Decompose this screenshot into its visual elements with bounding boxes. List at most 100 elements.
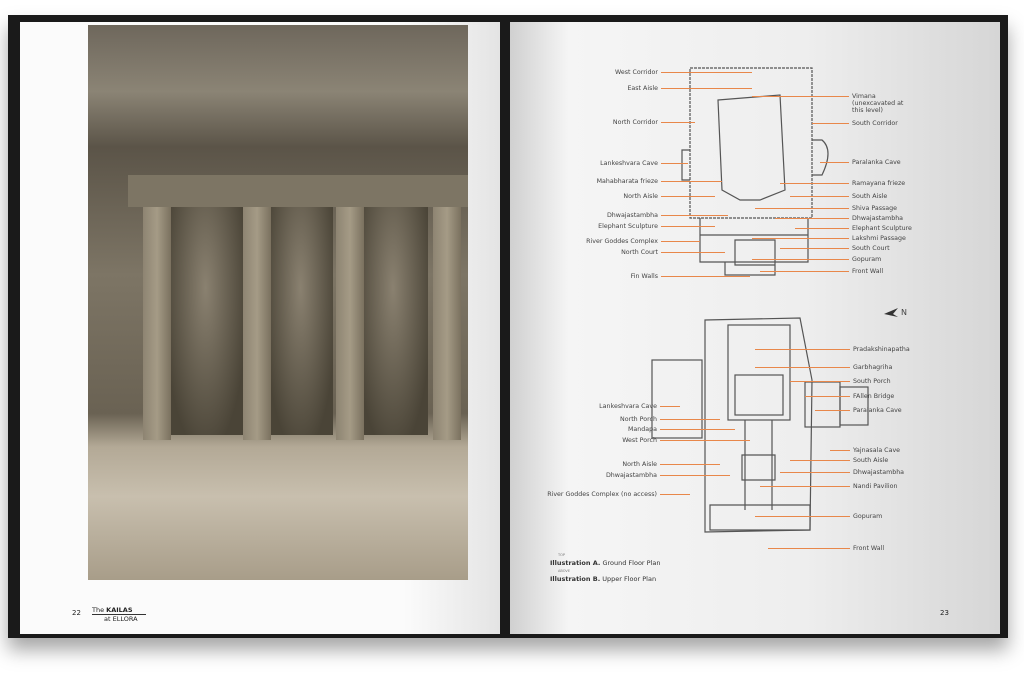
plan-label: Yajnasala Cave: [853, 447, 901, 454]
caption-text: Upper Floor Plan: [600, 575, 657, 583]
plan-label: Lakshmi Passage: [852, 235, 906, 242]
leader-line: [660, 494, 690, 495]
north-arrow-icon: [884, 308, 898, 317]
running-title: The KAILAS: [92, 606, 146, 615]
plan-label: North Corridor: [612, 119, 658, 126]
caption-position: ABOVE: [558, 569, 571, 573]
plan-label: Elephant Sculpture: [852, 225, 912, 232]
leader-line: [755, 516, 850, 517]
leader-line: [752, 96, 849, 97]
pillar: [433, 205, 461, 440]
leader-line: [805, 396, 850, 397]
upper-floor-plan: [651, 317, 869, 533]
caption-text: Ground Floor Plan: [600, 559, 661, 567]
plan-label: Front Wall: [852, 268, 884, 275]
page-number-right: 23: [940, 609, 949, 617]
leader-line: [768, 548, 850, 549]
leader-line: [780, 183, 849, 184]
right-page: [510, 22, 1000, 634]
leader-line: [790, 381, 850, 382]
pillar: [143, 205, 171, 440]
title-bold: KAILAS: [106, 606, 133, 614]
leader-line: [661, 122, 695, 123]
running-subtitle: at ELLORA: [104, 615, 138, 623]
title-prefix: The: [92, 606, 107, 614]
plan-label: Pradakshinapatha: [853, 346, 910, 353]
leader-line: [780, 248, 849, 249]
plan-label: Paralanka Cave: [852, 159, 901, 166]
plan-label: Shiva Passage: [852, 205, 897, 212]
plan-label: North Porch: [620, 416, 657, 423]
leader-line: [752, 259, 849, 260]
leader-line: [812, 123, 849, 124]
plan-label: Vimana (unexcavated at this level): [852, 93, 904, 114]
plan-label: Dhwajastambha: [605, 472, 657, 479]
plan-label: Garbhagriha: [853, 364, 893, 371]
leader-line: [660, 419, 720, 420]
plan-label: Mandapa: [628, 426, 657, 433]
plan-label: South Corridor: [852, 120, 898, 127]
plan-label: Dhwajastambha: [852, 215, 904, 222]
niche: [268, 190, 333, 435]
leader-line: [661, 72, 752, 73]
plan-label: Nandi Pavilion: [853, 483, 898, 490]
leader-line: [780, 472, 850, 473]
lintel: [128, 175, 468, 207]
plan-label: Elephant Sculpture: [598, 223, 658, 230]
plan-label: Gopuram: [852, 256, 882, 263]
plan-label: Gopuram: [853, 513, 883, 520]
plan-label: Front Wall: [853, 545, 885, 552]
niche: [358, 190, 428, 435]
leader-line: [790, 196, 849, 197]
leader-line: [795, 228, 849, 229]
plan-label: North Court: [621, 249, 658, 256]
leader-line: [790, 460, 850, 461]
leader-line: [661, 241, 700, 242]
leader-line: [820, 162, 849, 163]
plan-label: West Porch: [622, 437, 657, 444]
caption-position: TOP: [558, 553, 566, 557]
pillar: [243, 205, 271, 440]
leader-line: [660, 440, 750, 441]
leader-line: [760, 271, 849, 272]
caption-b: Illustration B. Upper Floor Plan: [550, 575, 656, 583]
caption-label: Illustration A.: [550, 559, 601, 567]
plan-label: North Aisle: [622, 461, 657, 468]
plan-label: Mahabharata frieze: [596, 178, 658, 185]
plan-label: Lankeshvara Cave: [599, 403, 657, 410]
plan-label: Dhwajastambha: [853, 469, 905, 476]
plan-label: Fin Walls: [630, 273, 658, 280]
plan-label: River Goddes Complex: [586, 238, 658, 245]
leader-line: [755, 349, 850, 350]
niche: [168, 190, 243, 435]
leader-line: [661, 215, 728, 216]
plan-label: Dhwajastambha: [606, 212, 658, 219]
leader-line: [815, 410, 850, 411]
plan-label: South Court: [852, 245, 890, 252]
temple-relief-photo: [88, 25, 468, 580]
leader-line: [660, 475, 730, 476]
leader-line: [661, 181, 722, 182]
ground-floor-plan: [681, 67, 829, 276]
leader-line: [755, 208, 849, 209]
plan-label: Ramayana frieze: [852, 180, 906, 187]
leader-line: [661, 163, 688, 164]
leader-line: [661, 226, 715, 227]
north-label: N: [901, 308, 907, 317]
leader-line: [775, 218, 849, 219]
leader-line: [660, 406, 680, 407]
leader-line: [661, 252, 725, 253]
plan-label: North Aisle: [623, 193, 658, 200]
plan-label: East Aisle: [627, 85, 658, 92]
leader-line: [661, 276, 750, 277]
leader-line: [755, 367, 850, 368]
leader-line: [661, 196, 715, 197]
plan-label: FAllen Bridge: [853, 393, 895, 400]
caption-label: Illustration B.: [550, 575, 601, 583]
plan-label: South Aisle: [852, 193, 888, 200]
plan-label: South Aisle: [853, 457, 889, 464]
leader-line: [830, 450, 850, 451]
leader-line: [760, 486, 850, 487]
leader-line: [660, 464, 720, 465]
